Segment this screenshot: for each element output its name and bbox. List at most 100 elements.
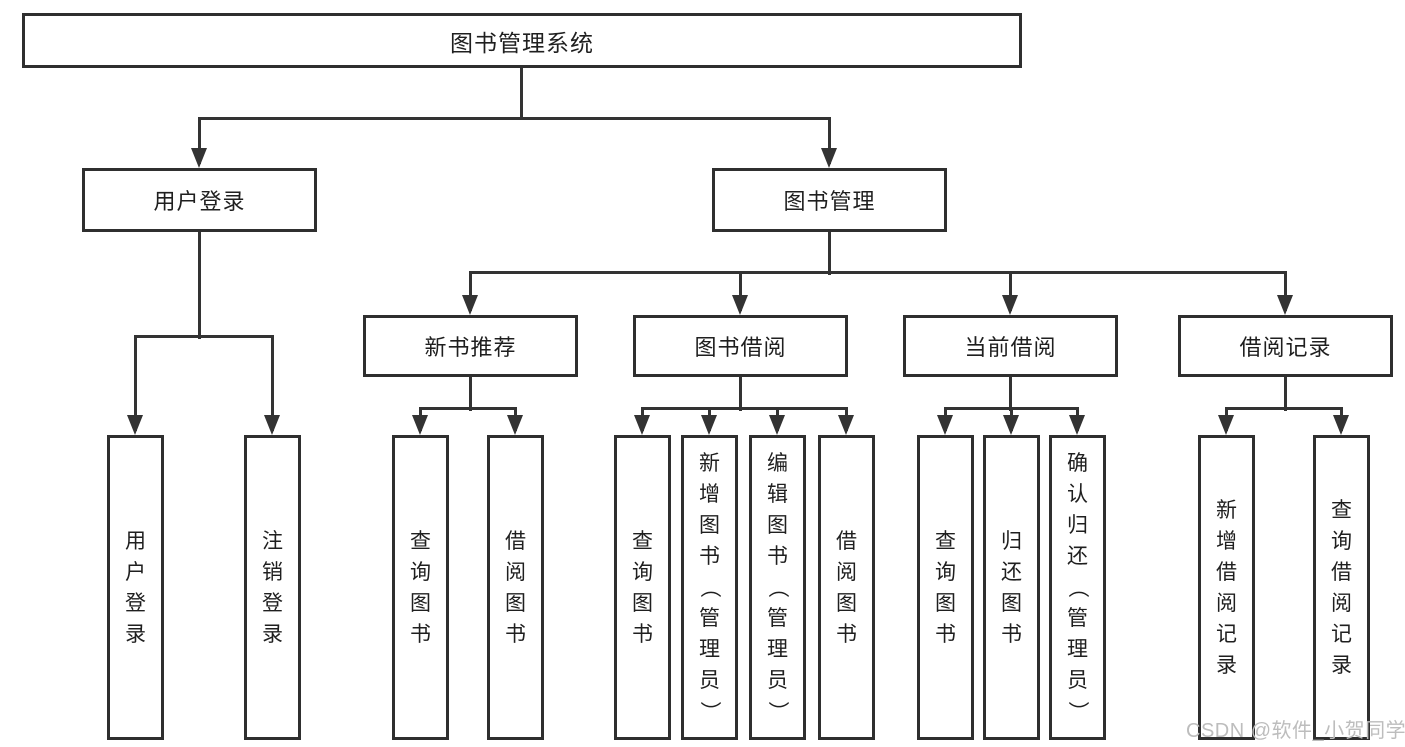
arrow-down-icon [412, 415, 428, 435]
vertical-char: （ [1066, 577, 1089, 598]
vertical-char: 还 [1067, 545, 1088, 568]
leaf-recommend-borrow-book: 借阅图书 [487, 435, 544, 740]
leaf-borrow-book: 借阅图书 [818, 435, 875, 740]
vertical-char: 阅 [505, 560, 526, 584]
vertical-char: 图 [632, 591, 653, 615]
vertical-char: 管 [767, 607, 788, 630]
vertical-char: 确 [1067, 452, 1088, 475]
vertical-char: 图 [836, 591, 857, 615]
node-current-borrow: 当前借阅 [903, 315, 1118, 377]
arrow-down-icon [462, 295, 478, 315]
arrow-down-icon [701, 415, 717, 435]
leaf-add-borrow-record: 新增借阅记录 [1198, 435, 1255, 740]
vertical-char: 查 [632, 529, 653, 553]
arrow-down-icon [127, 415, 143, 435]
leaf-return-book: 归还图书 [983, 435, 1040, 740]
vertical-char: 注 [262, 529, 283, 553]
connector-line [197, 118, 201, 164]
connector-line [468, 272, 472, 311]
vertical-char: 还 [1001, 560, 1022, 584]
vertical-char: 阅 [836, 560, 857, 584]
vertical-char: 图 [410, 591, 431, 615]
vertical-char: 查 [935, 529, 956, 553]
vertical-char: 书 [632, 622, 653, 646]
vertical-char: 询 [1331, 529, 1352, 553]
vertical-char: 阅 [1216, 591, 1237, 615]
connector-line [197, 232, 201, 339]
vertical-char: 新 [699, 452, 720, 475]
vertical-char: 图 [699, 514, 720, 537]
vertical-char: （ [766, 577, 789, 598]
vertical-char: 销 [262, 560, 283, 584]
vertical-char: 查 [410, 529, 431, 553]
connector-line [519, 68, 523, 118]
arrow-down-icon [1003, 415, 1019, 435]
vertical-char: 记 [1331, 622, 1352, 646]
vertical-char: 归 [1001, 529, 1022, 553]
vertical-char: 员 [767, 669, 788, 692]
vertical-char: 辑 [767, 483, 788, 506]
vertical-char: 编 [767, 452, 788, 475]
node-root-library-management-system: 图书管理系统 [22, 13, 1022, 68]
arrow-down-icon [1333, 415, 1349, 435]
vertical-char: 图 [1001, 591, 1022, 615]
connector-line [1283, 377, 1287, 411]
vertical-char: 员 [1067, 669, 1088, 692]
leaf-add-book-admin: 新增图书（管理员） [681, 435, 738, 740]
vertical-char: ） [766, 701, 789, 722]
vertical-char: 用 [125, 529, 146, 553]
node-borrow-record: 借阅记录 [1178, 315, 1393, 377]
vertical-char: 理 [1067, 638, 1088, 661]
vertical-char: 理 [699, 638, 720, 661]
arrow-down-icon [1069, 415, 1085, 435]
leaf-logout: 注销登录 [244, 435, 301, 740]
vertical-char: 书 [699, 545, 720, 568]
connector-line [270, 336, 274, 431]
arrow-down-icon [937, 415, 953, 435]
vertical-char: 理 [767, 638, 788, 661]
vertical-char: 询 [410, 560, 431, 584]
vertical-char: （ [698, 577, 721, 598]
vertical-char: 录 [262, 622, 283, 646]
watermark: CSDN @软件_小贺同学 [1186, 720, 1405, 742]
vertical-char: 查 [1331, 498, 1352, 522]
leaf-confirm-return-admin: 确认归还（管理员） [1049, 435, 1106, 740]
arrow-down-icon [769, 415, 785, 435]
vertical-char: 登 [262, 591, 283, 615]
connector-line [827, 232, 831, 275]
vertical-char: 认 [1067, 483, 1088, 506]
arrow-down-icon [264, 415, 280, 435]
vertical-char: 书 [505, 622, 526, 646]
connector-line [943, 406, 1079, 410]
vertical-char: 书 [767, 545, 788, 568]
arrow-down-icon [507, 415, 523, 435]
arrow-down-icon [1277, 295, 1293, 315]
connector-line [468, 377, 472, 411]
vertical-char: 书 [410, 622, 431, 646]
leaf-edit-book-admin: 编辑图书 （ 管理员 ） [749, 435, 806, 740]
connector-line [1008, 272, 1012, 311]
vertical-char: ） [698, 701, 721, 722]
arrow-down-icon [1002, 295, 1018, 315]
vertical-char: 增 [699, 483, 720, 506]
vertical-char: 借 [836, 529, 857, 553]
connector-line [468, 270, 1287, 274]
leaf-recommend-query-book: 查询图书 [392, 435, 449, 740]
vertical-char: 借 [1216, 560, 1237, 584]
vertical-char: 图 [767, 514, 788, 537]
connector-line [738, 272, 742, 311]
vertical-char: 书 [1001, 622, 1022, 646]
vertical-char: 增 [1216, 529, 1237, 553]
vertical-char: 管 [699, 607, 720, 630]
arrow-down-icon [191, 148, 207, 168]
leaf-borrow-query-book: 查询图书 [614, 435, 671, 740]
vertical-char: 记 [1216, 622, 1237, 646]
vertical-char: 图 [935, 591, 956, 615]
vertical-char: 书 [836, 622, 857, 646]
connector-line [1008, 377, 1012, 411]
node-book-management: 图书管理 [712, 168, 947, 232]
vertical-char: 录 [1331, 653, 1352, 677]
connector-line [827, 118, 831, 164]
vertical-char: 询 [935, 560, 956, 584]
